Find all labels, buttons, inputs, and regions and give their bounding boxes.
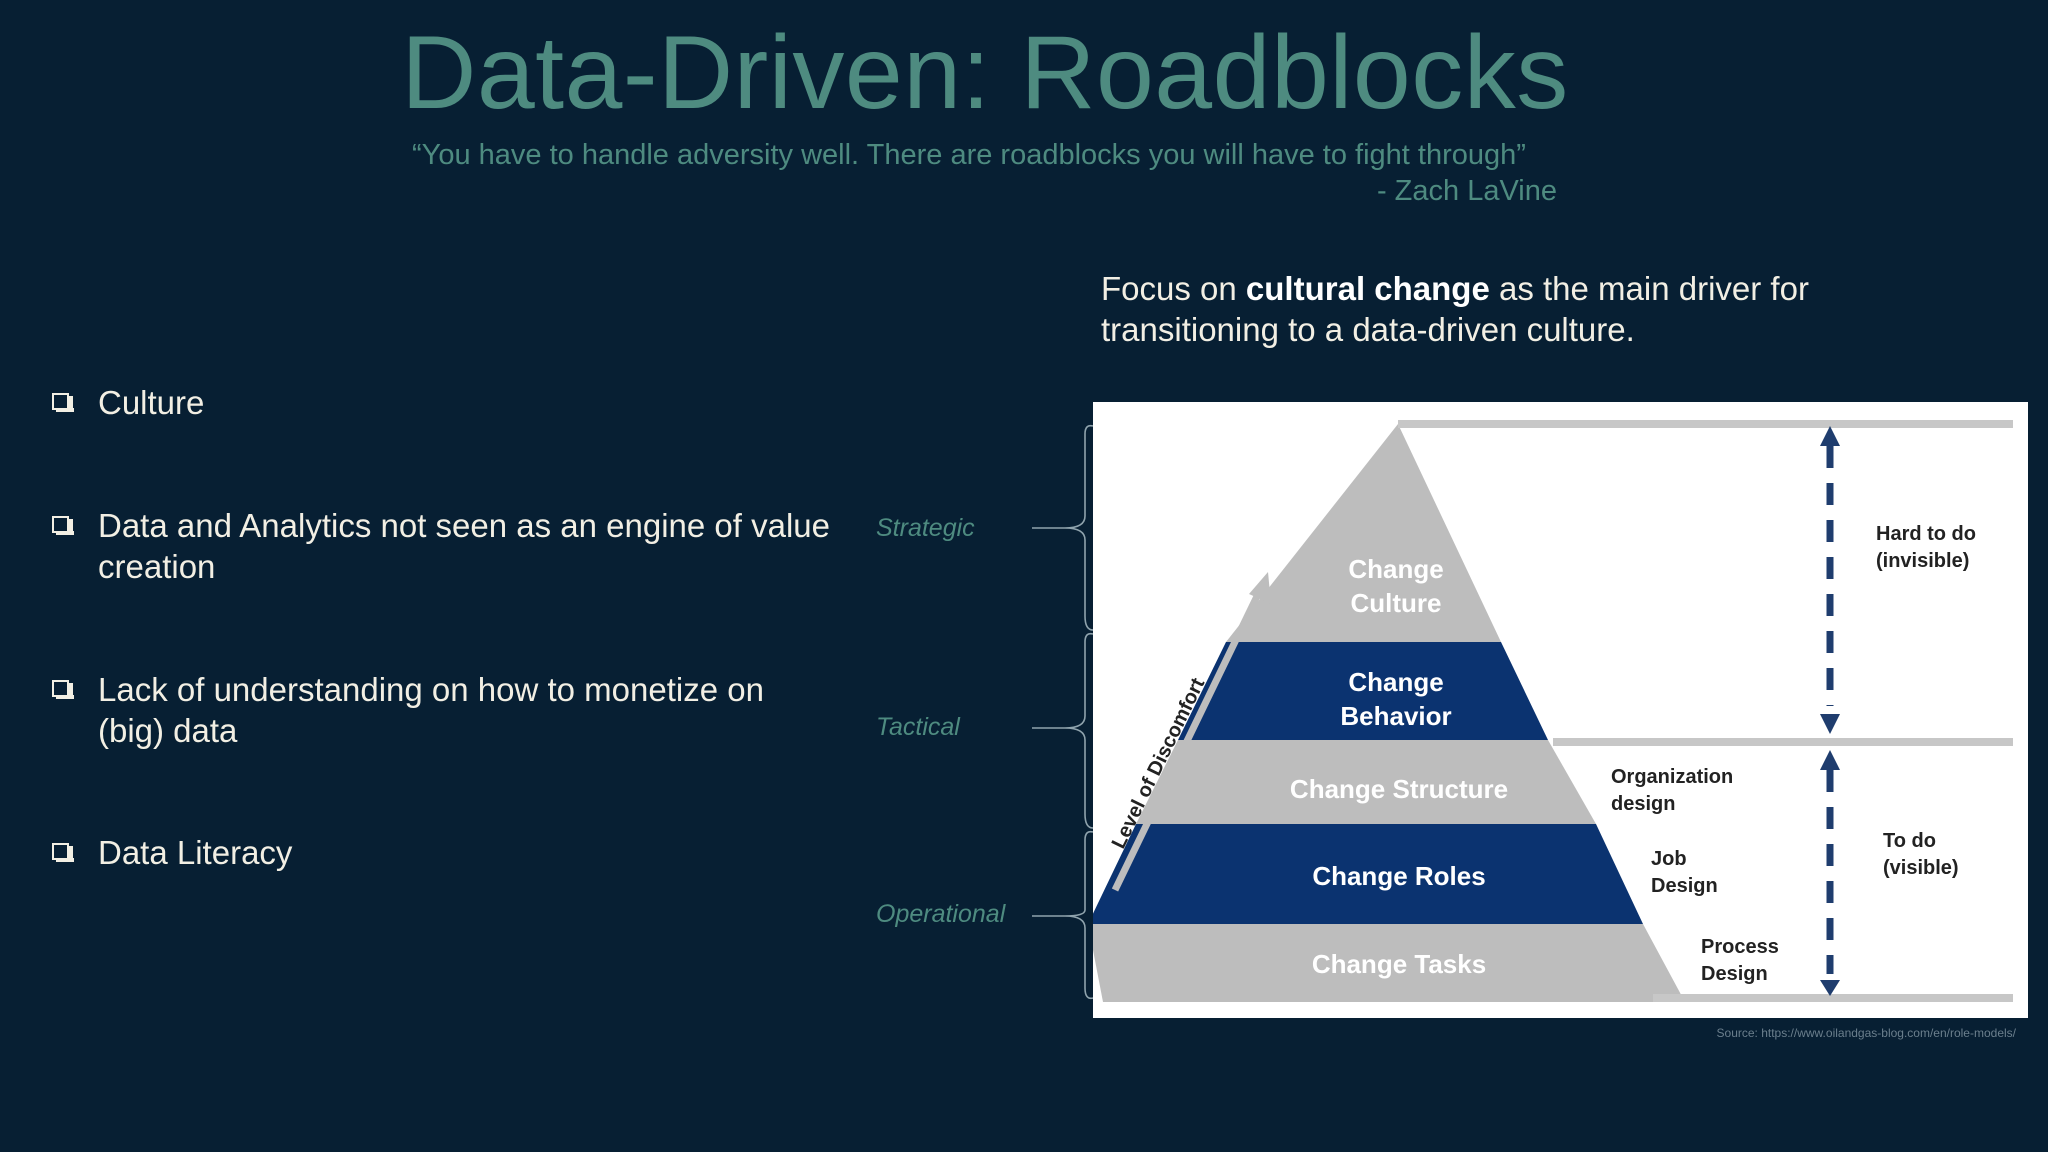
tier-structure-label: Change Structure [1290,774,1508,804]
bullet-item: Lack of understanding on how to monetize… [50,669,838,751]
checkbox-icon [50,832,98,874]
bullet-item: Culture [50,382,838,424]
top-line [1398,420,2013,428]
focus-suffix: as the main driver for transitioning to … [1101,270,1809,348]
quote-text: “You have to handle adversity well. Ther… [412,139,1526,171]
brace-operational [1032,830,1094,1000]
checkbox-icon [50,382,98,424]
bullet-text: Data and Analytics not seen as an engine… [98,507,831,585]
quote-author: - Zach LaVine [1376,175,1557,207]
middle-line [1553,738,2013,746]
quote: “You have to handle adversity well. Ther… [412,137,1557,209]
pyramid-diagram: Change Culture Change Behavior Change St… [1088,402,2028,1018]
arrow-hard [1820,426,1840,734]
process-line1: Process [1701,936,1779,958]
hard-line1: Hard to do [1876,523,1976,545]
bullet-text: Data Literacy [98,834,293,871]
checkbox-icon [50,505,98,547]
tier-culture-line1: Change [1348,554,1443,584]
bottom-line [1653,994,2013,1002]
checkbox-icon [50,669,98,711]
arrow-todo [1820,750,1840,996]
todo-line2: (visible) [1883,857,1959,879]
tier-structure-shape [1136,740,1596,824]
org-line1: Organization [1611,766,1733,788]
tier-behavior-line2: Behavior [1340,701,1451,731]
level-braces [1032,424,1094,1000]
tier-behavior-line1: Change [1348,667,1443,697]
process-line2: Design [1701,963,1768,985]
org-line2: design [1611,793,1675,815]
focus-bold: cultural change [1245,270,1490,307]
job-line2: Design [1651,875,1718,897]
label-strategic: Strategic [876,514,975,542]
tier-culture-line2: Culture [1351,588,1442,618]
tier-culture-shape [1226,424,1501,642]
bullet-item: Data Literacy [50,832,838,874]
todo-line1: To do [1883,830,1936,852]
bullet-text: Lack of understanding on how to monetize… [98,671,764,749]
tier-roles-label: Change Roles [1312,861,1485,891]
brace-tactical [1032,632,1094,829]
bullet-item: Data and Analytics not seen as an engine… [50,505,838,587]
focus-prefix: Focus on [1101,270,1246,307]
brace-strategic [1032,424,1094,631]
discomfort-arrow [1111,572,1271,892]
focus-statement: Focus on cultural change as the main dri… [1101,268,1961,350]
tier-tasks-label: Change Tasks [1312,949,1486,979]
tier-roles-shape [1088,824,1643,924]
bullet-text: Culture [98,384,205,421]
job-line1: Job [1651,848,1687,870]
label-operational: Operational [876,900,1006,928]
label-tactical: Tactical [876,713,960,741]
tier-tasks-shape [1088,924,1685,1002]
tier-behavior-shape [1178,642,1548,740]
hard-line2: (invisible) [1876,550,1969,572]
pyramid-svg: Change Culture Change Behavior Change St… [1088,420,2013,1002]
source-citation: Source: https://www.oilandgas-blog.com/e… [1716,1026,2016,1040]
slide-title: Data-Driven: Roadblocks [401,15,1569,131]
